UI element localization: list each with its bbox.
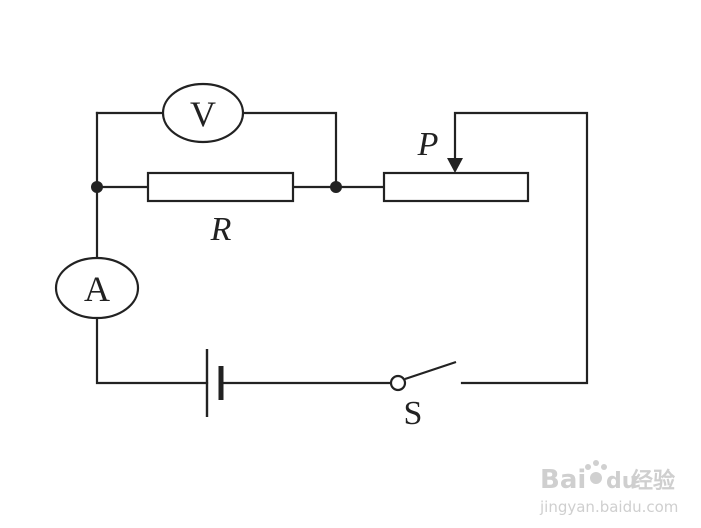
resistor-label: R <box>210 211 232 248</box>
junction-dot-right <box>330 181 342 193</box>
watermark-product: 经验 <box>631 468 675 494</box>
wire-left-lower <box>95 316 209 385</box>
paw-icon <box>585 460 607 484</box>
battery <box>205 349 224 417</box>
slider-arrow-icon <box>447 158 463 173</box>
wire-switch-to-right <box>453 111 589 385</box>
junction-dot-left <box>91 181 103 193</box>
switch <box>389 360 457 392</box>
switch-label: S <box>404 395 423 432</box>
ammeter: A <box>54 256 140 320</box>
ammeter-label: A <box>84 269 110 309</box>
slider-label: P <box>417 126 439 163</box>
voltmeter-label: V <box>190 94 216 134</box>
baidu-watermark: Bai du 经验 jingyan.baidu.com <box>539 460 678 516</box>
rheostat <box>382 171 530 203</box>
wire-voltmeter-right <box>241 111 338 189</box>
voltmeter: V <box>161 82 245 144</box>
resistor <box>146 171 295 203</box>
watermark-brand: Bai <box>540 465 586 495</box>
watermark-brand-suffix: du <box>606 469 637 494</box>
watermark-url: jingyan.baidu.com <box>539 498 678 516</box>
